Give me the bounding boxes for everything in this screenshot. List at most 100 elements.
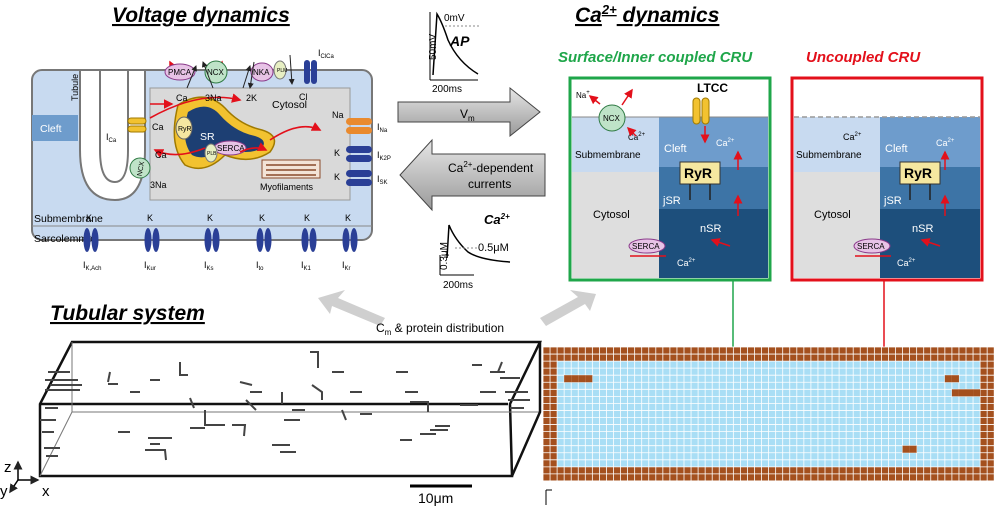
i-clca-label: IClCa xyxy=(318,48,335,60)
pmca-icon xyxy=(164,63,196,81)
uncoupled-jsr-label: jSR xyxy=(883,195,902,207)
uncoupled-serca-icon xyxy=(853,238,891,254)
uncoupled-cru-panel: Ca2+ Submembrane Cytosol Cleft Ca2+ RyR … xyxy=(790,76,984,282)
na-channel-label: Na xyxy=(332,110,344,120)
coupled-cytosol-label: Cytosol xyxy=(593,209,630,221)
ap-zero-label: 0mV xyxy=(444,13,465,24)
uncoupled-cru-title: Uncoupled CRU xyxy=(806,49,921,66)
sr-label: SR xyxy=(200,131,215,143)
k-channel-k-label: K xyxy=(259,213,265,223)
myofilaments-label: Myofilaments xyxy=(260,182,314,192)
coupled-na-label: Na+ xyxy=(576,90,590,100)
k-channel-icon xyxy=(83,228,91,252)
submembrane-label: Submembrane xyxy=(34,213,103,225)
ap-trace: 0mV AP 50mV 200ms xyxy=(428,11,480,95)
ncx-top-label: NCX xyxy=(207,68,225,77)
tubule-segment xyxy=(410,401,429,412)
cleft-label: Cleft xyxy=(40,123,62,135)
k-channel-icon xyxy=(342,228,350,252)
uncoupled-nsr-label: nSR xyxy=(912,223,933,235)
tubule-segment xyxy=(245,399,257,411)
vm-label: Vm xyxy=(460,107,475,123)
cl-label: Cl xyxy=(299,92,308,102)
ncx-tubule-ca: Ca xyxy=(155,150,167,160)
nka-label: NKA xyxy=(253,68,270,77)
k-channel-icon xyxy=(144,228,152,252)
coupled-cleft-ca: Ca2+ xyxy=(716,138,735,148)
k-current-label: IKur xyxy=(144,260,156,272)
scalebar-label: 10μm xyxy=(418,490,453,506)
k-current-label: IKr xyxy=(342,260,351,272)
ca-currents-line2: currents xyxy=(468,177,511,191)
coupled-cru-panel: NCX Na+ Ca2+ Submembrane Cytosol LTCC Cl… xyxy=(568,76,772,282)
k-channel-icon xyxy=(301,228,309,252)
plm-label: PLM xyxy=(277,68,287,74)
tubule-segment xyxy=(204,410,225,426)
ap-scale-v: 50mV xyxy=(428,34,439,60)
ca-transient-label: Ca2+ xyxy=(484,212,510,227)
ap-scale-t: 200ms xyxy=(432,84,462,95)
tubule-segment xyxy=(341,409,347,421)
t-tubule xyxy=(79,69,146,202)
cytosol-label: Cytosol xyxy=(272,99,307,111)
uncoupled-ryr-box xyxy=(899,161,941,185)
i-k2p-label: IK2P xyxy=(377,150,391,162)
xyz-axes xyxy=(9,460,40,494)
coupled-serca-icon xyxy=(628,238,666,254)
cleft-patch xyxy=(32,115,78,141)
uncoupled-submembrane-label: Submembrane xyxy=(796,150,862,161)
coupled-ryr-label: RyR xyxy=(684,165,712,181)
coupled-serca-ca: Ca2+ xyxy=(677,258,696,268)
ncx-tubule-icon xyxy=(129,157,151,179)
i-ca-label: ICa xyxy=(106,132,117,144)
heading-voltage-dynamics: Voltage dynamics xyxy=(112,4,290,27)
coupled-ncx-ca: Ca2+ xyxy=(628,132,646,142)
nka-2k: 2K xyxy=(246,93,257,103)
k-channel-k-label: K xyxy=(345,213,351,223)
coupled-ncx-icon xyxy=(598,104,626,132)
tubule-segment xyxy=(145,449,167,461)
cm-protein-label: Cm & protein distribution xyxy=(376,321,504,337)
arrow-to-voltage xyxy=(318,290,385,326)
axis-z-label: z xyxy=(4,459,12,476)
tubular-box xyxy=(38,340,542,478)
coupled-submembrane-label: Submembrane xyxy=(575,150,641,161)
coupled-cru-title: Surface/Inner coupled CRU xyxy=(558,49,753,66)
k-current-label: IKs xyxy=(204,260,214,272)
ca-currents-line1: Ca2+-dependent xyxy=(448,160,534,175)
ncx-top-3na: 3Na xyxy=(205,93,222,103)
ca-transient-trace: Ca2+ 0.5μM 0.3μM 200ms xyxy=(439,212,510,291)
vm-arrow xyxy=(397,86,541,138)
plm-icon xyxy=(273,60,287,80)
nka-icon xyxy=(250,62,274,82)
pmca-label: PMCA xyxy=(168,68,192,77)
cell-diagram: Cleft Tubule Cytosol Submembrane Sarcole… xyxy=(31,48,391,272)
ncx-top-icon xyxy=(204,60,228,84)
ap-label: AP xyxy=(449,33,470,49)
tubule-segment xyxy=(497,361,503,373)
i-na-label: INa xyxy=(377,122,388,134)
pmca-ca: Ca xyxy=(176,93,188,103)
uncoupled-cleft-ca: Ca2+ xyxy=(936,138,955,148)
sk-k-label: K xyxy=(334,172,340,182)
k-current-label: Ito xyxy=(256,260,264,272)
cru-grid-map xyxy=(542,346,995,482)
uncoupled-cleft-label: Cleft xyxy=(885,143,908,155)
serca-label-cell: SERCA xyxy=(217,144,245,153)
k-channel-k-label: K xyxy=(304,213,310,223)
uncoupled-ryr-label: RyR xyxy=(904,165,932,181)
k-channel-k-label: K xyxy=(207,213,213,223)
tubule-segment xyxy=(311,384,323,400)
ca-scale-c: 0.3μM xyxy=(439,242,450,270)
coupled-ltcc-label: LTCC xyxy=(697,81,728,95)
k-channel-k-label: K xyxy=(147,213,153,223)
tubule-segment xyxy=(107,371,111,383)
coupled-nsr-label: nSR xyxy=(700,223,721,235)
axis-y-label: y xyxy=(0,483,8,500)
axis-x-label: x xyxy=(42,483,50,500)
tubule-segments xyxy=(40,351,530,461)
uncoupled-serca-ca: Ca2+ xyxy=(897,258,916,268)
tubule-segment xyxy=(179,362,188,376)
ca-peak-label: 0.5μM xyxy=(478,242,509,254)
